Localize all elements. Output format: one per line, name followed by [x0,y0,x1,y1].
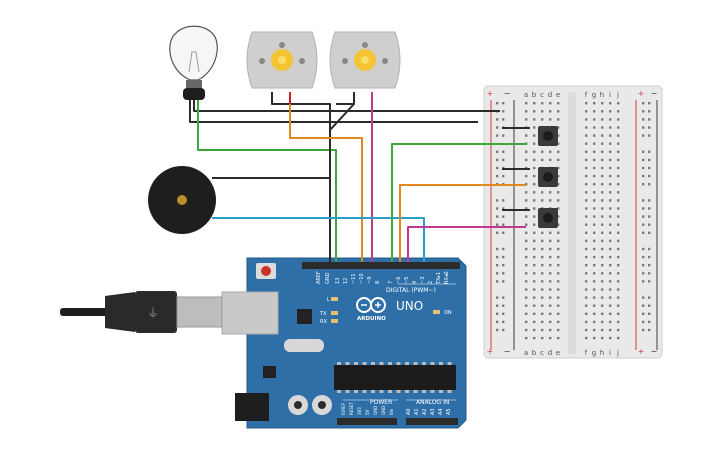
digital-header [302,262,460,269]
digital-pin-label: 7 [388,281,394,284]
column-label: c [540,91,544,99]
aref-label: AREF [316,271,322,284]
analog-pin-label: A5 [446,408,452,415]
wire-orange [399,184,526,262]
tx-led-label: TX [319,311,327,317]
analog-pin-label: A4 [438,408,444,415]
column-label: a [524,91,528,99]
analog-pin-label: A3 [430,408,436,415]
digital-pin-label: ~10 [359,273,365,284]
power-header [337,418,397,425]
column-label: e [556,349,560,357]
analog-pin-label: A0 [406,408,412,415]
power-pin-label: Vin [389,408,394,415]
l-led-label: L [327,297,330,303]
power-pin-label: GND [373,406,378,415]
wire-black [193,100,500,112]
wire-black [212,177,331,262]
power-pin-label: 5V [365,409,370,415]
column-label: c [540,349,544,357]
analog-pin-label: A1 [414,408,420,415]
wire-black [329,103,355,131]
digital-pin-label: ~9 [367,277,373,284]
column-label: b [532,349,537,357]
column-label: f [585,91,588,99]
digital-pin-label: RX◂0 [444,271,450,284]
wire-green [197,100,337,262]
digital-pin-label: 13 [335,278,341,284]
digital-pin-label: ~11 [351,273,357,284]
wire-orange [289,104,363,262]
power-label: POWER [370,399,392,406]
digital-pin-label: ~3 [420,277,426,284]
analog-pin-label: A2 [422,408,428,415]
digital-pin-label: 4 [412,281,418,284]
digital-pin-label: 2 [428,281,434,284]
rail-plus-bottom-right: + [638,347,645,356]
digital-pin-label: ~6 [396,277,402,284]
digital-pin-label: 8 [375,281,381,284]
rail-minus-top-left: − [504,89,511,98]
rail-plus-top-right: + [638,89,645,98]
usb-icon: ⏚ [147,306,159,320]
column-label: i [609,91,611,99]
column-label: j [616,91,619,99]
light-bulb[interactable] [169,25,218,100]
rail-minus-top-right: − [651,89,658,98]
digital-pin-label: TX▸1 [436,272,442,285]
column-label: g [592,91,596,99]
analog-header [406,418,458,425]
column-label: f [585,349,588,357]
pushbutton-1[interactable] [538,126,558,146]
piezo-buzzer[interactable] [148,166,216,234]
rail-minus-bottom-right: − [651,347,658,356]
usb-port [221,291,279,335]
column-label: g [592,349,596,357]
gnd-label: GND [325,272,331,284]
atmega-chip [334,365,456,390]
usb-cable[interactable]: ⏚ [60,291,223,333]
analog-label: ANALOG IN [416,399,449,406]
wire-magenta [407,226,526,262]
on-led-label: ON [444,310,452,316]
column-label: d [548,349,552,357]
arduino-logo [356,297,386,313]
power-pin-label: RESET [349,402,354,415]
column-label: h [600,91,604,99]
column-label: j [616,349,619,357]
power-jack [235,393,269,421]
pushbutton-3[interactable] [538,208,558,228]
pushbutton-2[interactable] [538,167,558,187]
digital-label: DIGITAL (PWM~) [386,287,436,294]
uno-model: UNO [396,299,423,313]
rail-plus-bottom-left: + [487,347,494,356]
column-label: h [600,349,604,357]
digital-pin-label: 12 [343,278,349,284]
dc-motor-2[interactable] [329,31,401,89]
rx-led-label: RX [320,319,327,325]
wire-green [391,143,526,262]
wire-blue [212,217,425,262]
column-label: e [556,91,560,99]
arduino-brand: ARDUINO [357,316,386,322]
breadboard-holes [496,102,651,340]
power-pin-label: GND [381,406,386,415]
digital-pin-label: ~5 [404,277,410,284]
rail-plus-top-left: + [487,89,494,98]
power-pin-label: IOREF [341,402,346,415]
power-pin-label: 3V3 [357,407,362,415]
dc-motor-1[interactable] [246,31,318,89]
column-label: d [548,91,552,99]
wire-black [189,100,478,123]
rail-minus-bottom-left: − [504,347,511,356]
column-label: b [532,91,537,99]
column-label: a [524,349,528,357]
column-label: i [609,349,611,357]
wires [189,92,530,262]
